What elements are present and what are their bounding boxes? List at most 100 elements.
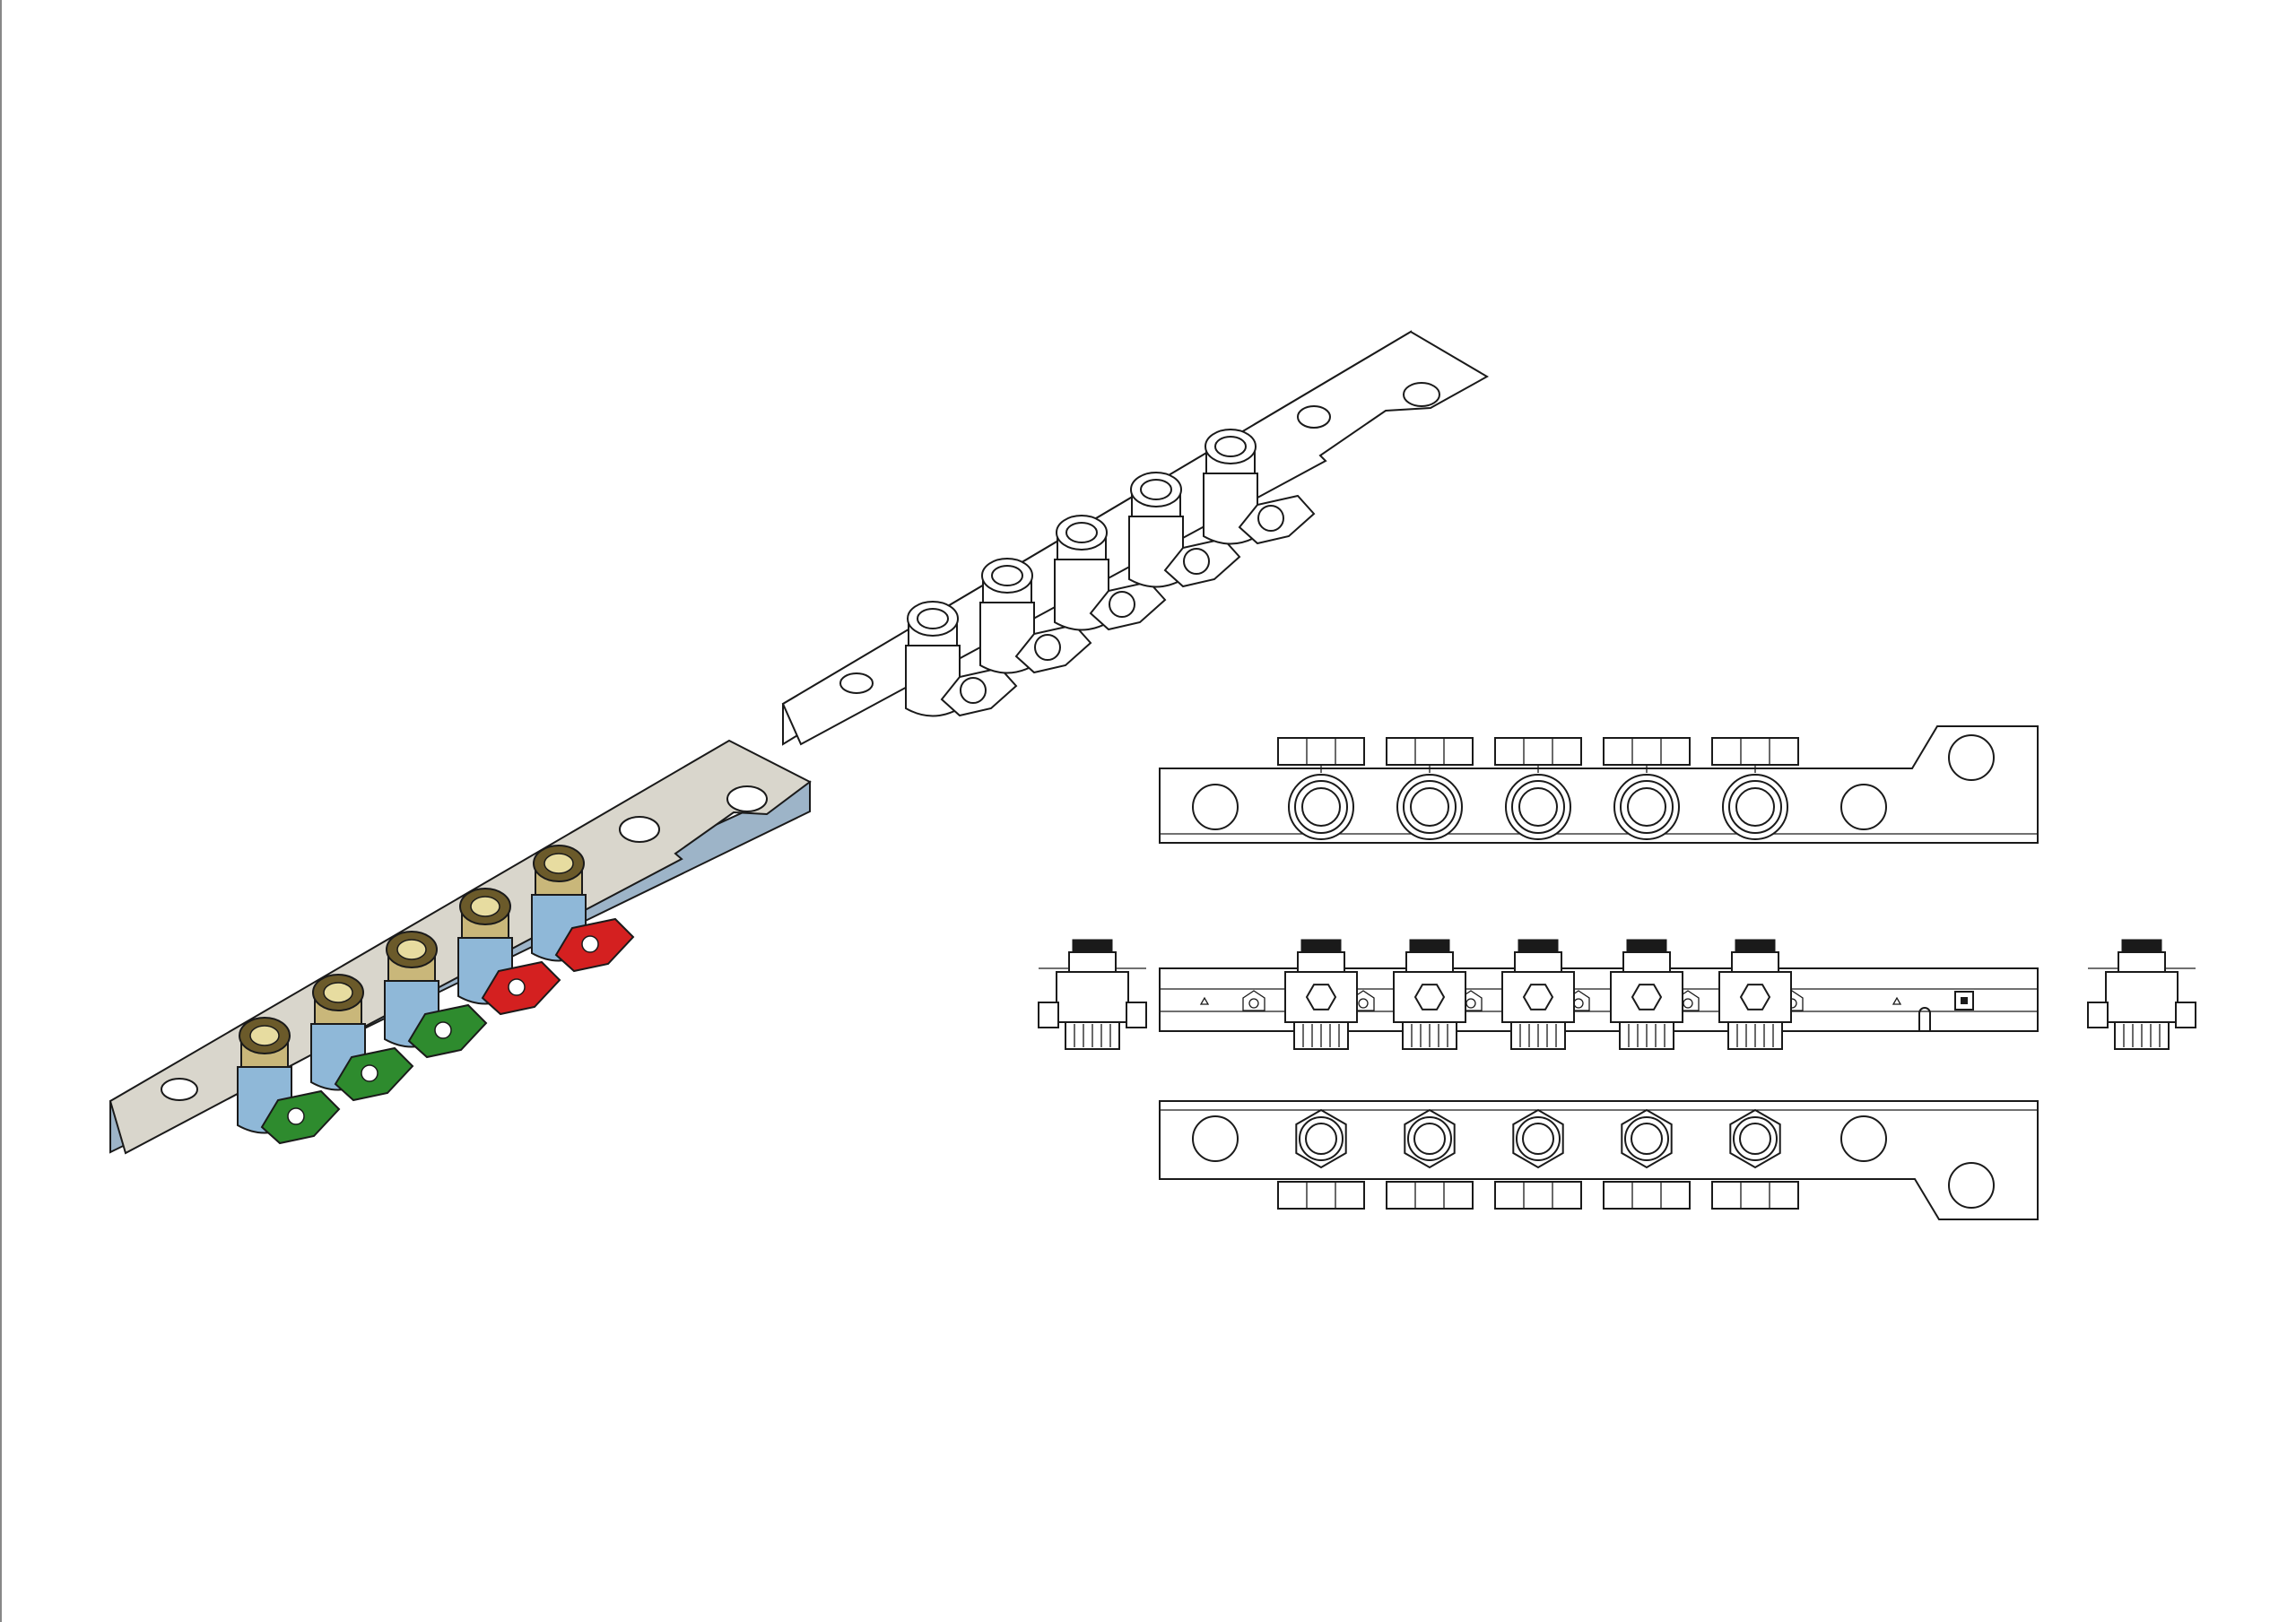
square-frame	[1954, 991, 1974, 1010]
valve-assembly	[384, 931, 488, 1059]
fitting-bore	[1065, 522, 1098, 543]
valve-front	[1501, 939, 1575, 1050]
valve-assembly	[1128, 472, 1241, 588]
pipe-fitting	[1205, 429, 1257, 464]
heating-icon	[1242, 990, 1265, 1011]
thread	[1622, 951, 1671, 973]
valve-top	[1277, 737, 1365, 840]
icon-symbol	[1248, 998, 1259, 1009]
triangle-icon	[1892, 996, 1902, 1005]
mounting-hole	[1840, 784, 1887, 830]
fitting-bore	[1140, 479, 1172, 500]
valve-bore	[1735, 787, 1775, 827]
valve-ring	[1733, 1116, 1778, 1161]
hex-nut	[1404, 1108, 1456, 1169]
valve-bore	[1518, 787, 1558, 827]
valve-bore	[1522, 1123, 1554, 1155]
black-cap	[2121, 939, 2162, 953]
square-dot	[1961, 997, 1968, 1004]
mounting-hole	[619, 816, 660, 843]
isometric-line-view	[781, 330, 1490, 746]
handle-outline	[1494, 1181, 1582, 1210]
isometric-color-view	[109, 739, 812, 1155]
valve-front	[1393, 939, 1466, 1050]
valve-bottom	[1277, 1108, 1365, 1210]
mounting-hole	[161, 1078, 198, 1101]
valve-bottom	[1711, 1108, 1799, 1210]
handle-outline	[1711, 1181, 1799, 1210]
valve-front	[1284, 939, 1358, 1050]
valve-ring	[1511, 780, 1565, 834]
black-cap	[1626, 939, 1667, 953]
fitting-bore	[991, 565, 1023, 586]
hex-nut	[1295, 1108, 1347, 1169]
right-side-view	[2087, 939, 2196, 1050]
valve-top	[1711, 737, 1799, 840]
valve-assembly	[310, 974, 414, 1102]
valve-assembly	[1203, 429, 1316, 545]
valve-assembly	[905, 601, 1018, 717]
triangle-mark	[1892, 996, 1902, 1005]
valve-front	[1056, 939, 1129, 1050]
valve-outer-ring	[1396, 774, 1463, 840]
valve-bore	[1413, 1123, 1446, 1155]
fitting-bore	[323, 982, 353, 1003]
valve-bore	[1410, 787, 1449, 827]
valve-ring	[1516, 1116, 1561, 1161]
mounting-hole	[726, 785, 768, 812]
mounting-hole	[1297, 405, 1331, 429]
black-cap	[1735, 939, 1776, 953]
valve-assembly	[237, 1017, 341, 1145]
valve-ring	[1294, 780, 1348, 834]
hex-nut	[1621, 1108, 1673, 1169]
valve-outer-ring	[1722, 774, 1788, 840]
hex-nut	[1729, 1108, 1781, 1169]
top-view	[1159, 725, 2039, 844]
fitting-bore	[249, 1025, 280, 1046]
icon-frame	[1242, 990, 1265, 1011]
handle-outline	[1603, 1181, 1691, 1210]
pipe-fitting	[907, 601, 959, 637]
bottom-valve-row	[1277, 1108, 1799, 1210]
valve-assembly	[531, 845, 635, 973]
bracket-outline	[1159, 1100, 2039, 1220]
valve-ring	[1403, 780, 1457, 834]
valve-assembly	[1054, 515, 1167, 631]
handle-hub	[1257, 505, 1284, 532]
fitting-bore	[917, 608, 949, 629]
thread	[1405, 951, 1454, 973]
hex-nut	[1512, 1108, 1564, 1169]
handle-screw	[287, 1107, 305, 1125]
valve-front	[1610, 939, 1683, 1050]
hex-stem	[1413, 984, 1446, 1010]
valve-ring	[1299, 1116, 1344, 1161]
thread	[1297, 951, 1345, 973]
valve-bore	[1631, 1123, 1663, 1155]
side-handle	[2087, 1002, 2109, 1028]
fitting-bore	[544, 853, 574, 874]
color-valve-row	[237, 845, 635, 1145]
mounting-hole	[1403, 382, 1440, 407]
fitting-bore	[470, 896, 500, 917]
side-handle	[1126, 1002, 1147, 1028]
handle-outline	[1711, 737, 1799, 766]
black-cap	[1072, 939, 1113, 953]
valve-outer-ring	[1288, 774, 1354, 840]
valve-bottom	[1386, 1108, 1474, 1210]
valve-ring	[1407, 1116, 1452, 1161]
handle-hub	[1183, 548, 1210, 575]
valve-top	[1603, 737, 1691, 840]
thread	[1514, 951, 1562, 973]
hex-stem	[1522, 984, 1554, 1010]
handle-hub	[1109, 591, 1135, 618]
top-valve-row	[1277, 737, 1799, 840]
valve-assembly	[979, 558, 1092, 674]
valve-bore	[1739, 1123, 1771, 1155]
square-icon	[1954, 991, 1974, 1010]
handle-outline	[1603, 737, 1691, 766]
valve-outer-ring	[1505, 774, 1571, 840]
fitting-bore	[396, 939, 427, 960]
front-valve-row	[1284, 939, 1792, 1050]
thread	[2118, 951, 2166, 973]
